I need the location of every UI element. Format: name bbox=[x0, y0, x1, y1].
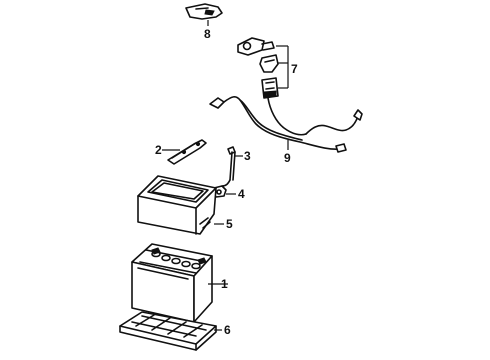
callout-8: 8 bbox=[204, 27, 211, 41]
callout-7: 7 bbox=[291, 62, 298, 76]
hold-down-rod bbox=[221, 146, 236, 187]
callout-5: 5 bbox=[226, 217, 233, 231]
battery-tray bbox=[119, 311, 217, 351]
battery-cover bbox=[137, 175, 217, 235]
battery bbox=[131, 243, 213, 323]
leader-7 bbox=[276, 45, 289, 89]
callout-6: 6 bbox=[224, 323, 231, 337]
cable-harness bbox=[209, 96, 363, 153]
callout-3: 3 bbox=[244, 149, 251, 163]
callout-2: 2 bbox=[155, 143, 162, 157]
callout-4: 4 bbox=[238, 187, 245, 201]
hold-down-bracket bbox=[167, 139, 207, 165]
terminal-clamps bbox=[237, 37, 279, 99]
terminal-cap bbox=[185, 3, 223, 20]
callout-1: 1 bbox=[221, 277, 228, 291]
callout-9: 9 bbox=[284, 151, 291, 165]
